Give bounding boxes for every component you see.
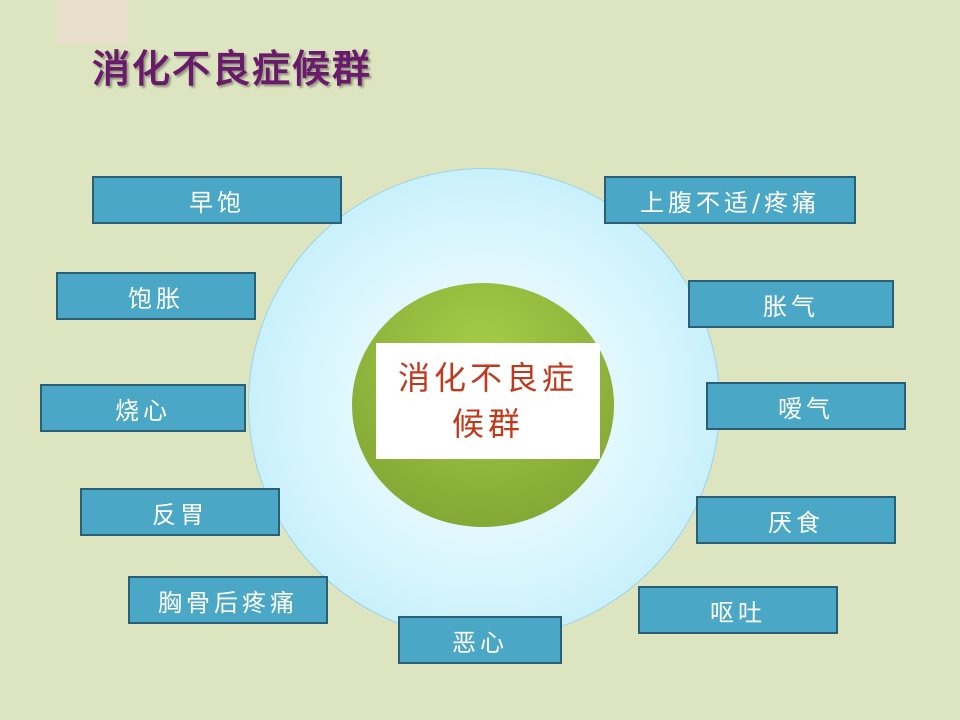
center-label: 消化不良症候群 bbox=[398, 359, 579, 443]
symptom-nausea: 恶心 bbox=[398, 616, 562, 664]
symptom-heartburn: 烧心 bbox=[40, 384, 246, 432]
symptom-anorexia: 厌食 bbox=[696, 496, 896, 544]
center-box: 消化不良症候群 bbox=[376, 343, 600, 459]
symptom-bloating: 饱胀 bbox=[56, 272, 256, 320]
corner-decoration bbox=[58, 0, 128, 44]
symptom-early-satiety: 早饱 bbox=[92, 176, 342, 224]
page-title: 消化不良症候群 bbox=[92, 47, 373, 91]
symptom-retrosternal-pain: 胸骨后疼痛 bbox=[128, 576, 328, 624]
symptom-belching: 嗳气 bbox=[706, 382, 906, 430]
symptom-epigastric-pain: 上腹不适/疼痛 bbox=[604, 176, 856, 224]
symptom-vomiting: 呕吐 bbox=[638, 586, 838, 634]
symptom-flatulence: 胀气 bbox=[688, 280, 894, 328]
symptom-regurgitation: 反胃 bbox=[80, 488, 280, 536]
